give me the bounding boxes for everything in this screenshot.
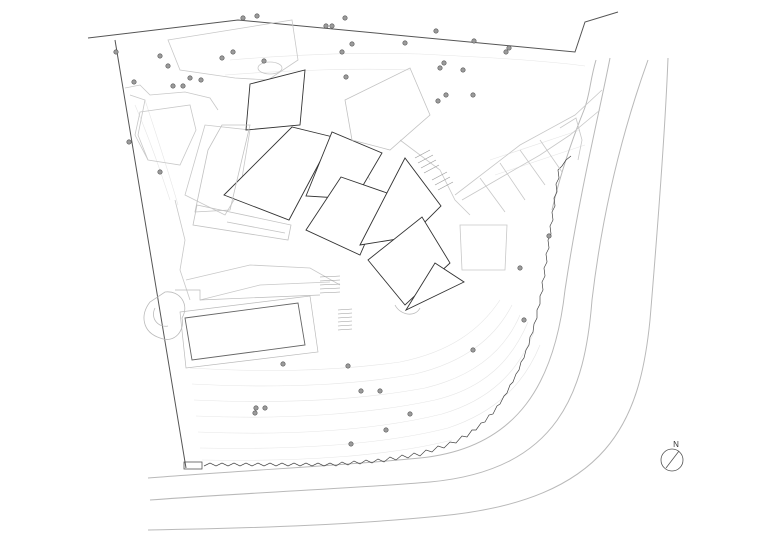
north-arrow: N	[660, 440, 684, 472]
corner-marker	[183, 461, 203, 470]
roof-north-small	[245, 69, 306, 131]
building-roofs	[223, 69, 465, 312]
site-boundary-west	[114, 39, 187, 469]
north-label: N	[673, 440, 679, 449]
terrain-contours	[134, 53, 586, 461]
stairs	[319, 149, 454, 331]
roof-southeast	[367, 216, 451, 306]
roads	[147, 57, 669, 531]
rocks	[143, 291, 421, 340]
trees	[113, 13, 552, 447]
lower-terrace	[175, 289, 321, 369]
roof-southeast-tip	[404, 262, 465, 312]
roof-outlines	[192, 67, 431, 241]
fence-line	[203, 155, 572, 467]
site-boundary	[87, 11, 619, 53]
